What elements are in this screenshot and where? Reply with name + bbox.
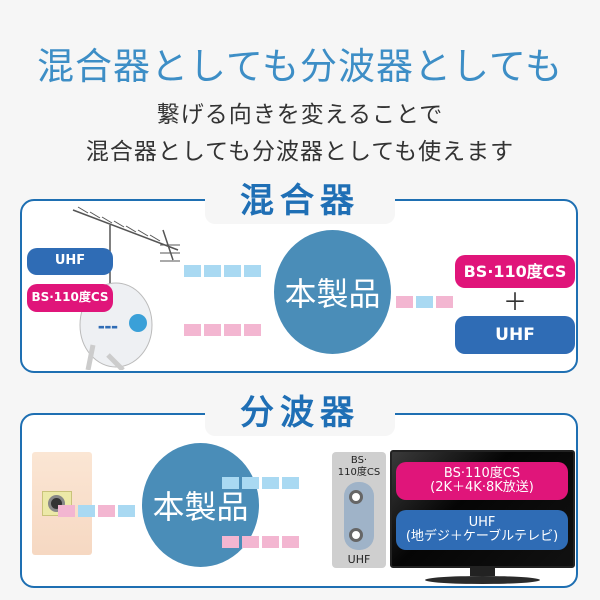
- bs-port-icon[interactable]: [349, 490, 363, 504]
- mixer-output-line: [396, 296, 453, 308]
- page-title: 混合器としても分波器としても: [36, 45, 564, 88]
- uhf-port-icon[interactable]: [349, 528, 363, 542]
- svg-text:▬▬▬: ▬▬▬: [98, 323, 118, 331]
- splitter-heading: 分波器: [205, 390, 395, 436]
- mixer-input-bs: BS·110度CS: [27, 284, 113, 312]
- splitter-uhf-line: [222, 536, 299, 548]
- tv-label-bs: BS·110度CS (2K＋4K·8K放送): [396, 462, 568, 500]
- tv-label-bs-line1: BS·110度CS: [443, 465, 521, 481]
- tv-label-bs-line2: (2K＋4K·8K放送): [430, 480, 534, 495]
- tv-neck: [470, 568, 495, 576]
- mixer-input-uhf: UHF: [27, 248, 113, 275]
- mixer-output-bs: BS·110度CS: [455, 255, 575, 288]
- mixer-heading: 混合器: [205, 178, 395, 224]
- tv-label-uhf-line2: (地デジ＋ケーブルテレビ): [405, 529, 559, 544]
- mixer-uhf-line: [184, 265, 261, 277]
- subtitle-line-1: 繋げる向きを変えることで: [156, 102, 444, 128]
- tv-label-uhf: UHF (地デジ＋ケーブルテレビ): [396, 510, 568, 550]
- tv-label-uhf-line1: UHF: [468, 514, 496, 530]
- splitter-product-circle: 本製品: [142, 443, 259, 567]
- splitter-input-line: [58, 505, 135, 517]
- subtitle-line-2: 混合器としても分波器としても使えます: [85, 139, 515, 165]
- mixer-bs-line: [184, 324, 261, 336]
- port-bs-label: BS· 110度CS: [337, 455, 381, 478]
- port-uhf-label: UHF: [347, 553, 371, 566]
- mixer-output-uhf: UHF: [455, 316, 575, 354]
- plus-sign: ＋: [503, 288, 527, 316]
- splitter-bs-line: [222, 477, 299, 489]
- mixer-product-circle: 本製品: [274, 230, 391, 354]
- tv-stand: [425, 576, 540, 584]
